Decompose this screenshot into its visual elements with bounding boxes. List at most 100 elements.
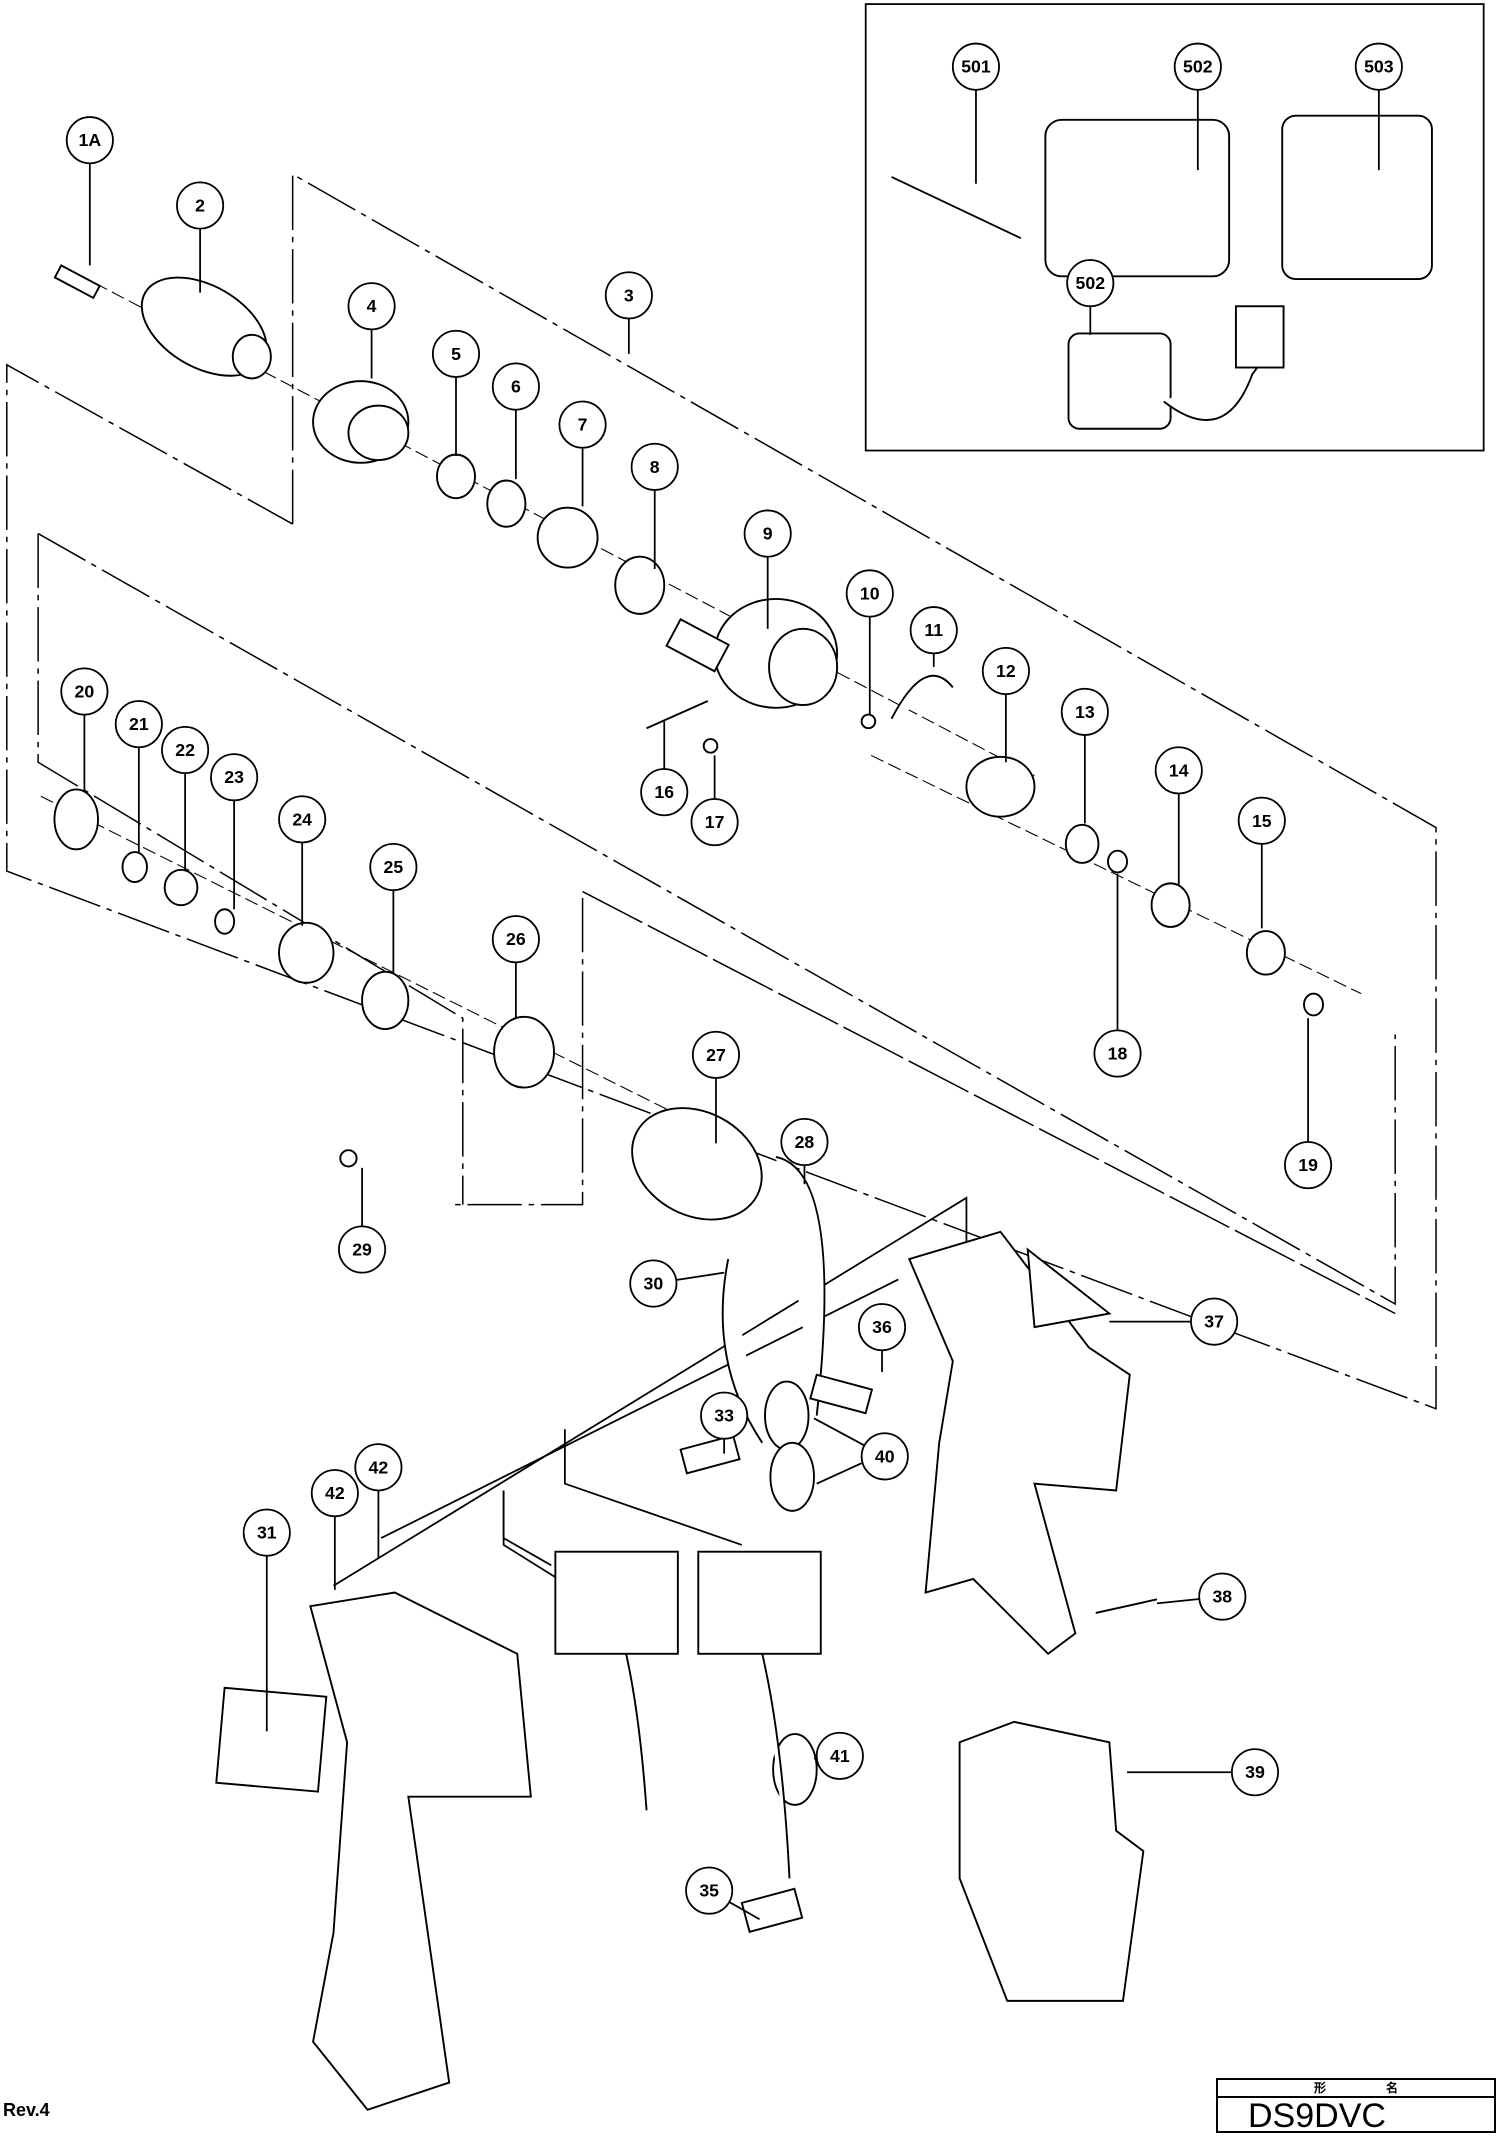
callout-circle (1154, 746, 1203, 795)
part-number-label: 503 (1364, 57, 1394, 77)
callout-circle (1173, 42, 1222, 91)
callout-circle (690, 798, 739, 847)
part-number-label: 23 (224, 767, 244, 787)
part-number-label: 13 (1075, 702, 1095, 722)
part-number-label: 502 (1076, 273, 1106, 293)
callout-4: 5 (431, 329, 481, 456)
callout-circle (278, 795, 327, 844)
housing-left (309, 1591, 532, 2111)
part-number-label: 8 (650, 457, 660, 477)
part-number-label: 36 (872, 1317, 892, 1337)
callout-39: 42 (310, 1469, 359, 1590)
callout-circle (1284, 1141, 1333, 1190)
callout-circle (60, 667, 109, 716)
callout-16: 17 (690, 755, 739, 847)
part-number-label: 7 (578, 415, 588, 435)
callout-circle (1354, 42, 1403, 91)
callout-circle (210, 753, 259, 802)
callouts: 1A23456789101112131415161718192021222324… (60, 42, 1403, 1920)
part-number-label: 501 (961, 57, 991, 77)
callout-circle (1198, 1572, 1247, 1621)
callout-29: 30 (629, 1259, 725, 1308)
charger (1044, 118, 1231, 278)
callout-21: 22 (161, 725, 210, 872)
part-number-label: 33 (714, 1406, 734, 1426)
part-number-label: 31 (257, 1523, 277, 1543)
callout-circle (1066, 259, 1115, 308)
part-number-label: 28 (795, 1132, 815, 1152)
callout-circle (65, 116, 114, 165)
part-number-label: 35 (699, 1881, 719, 1901)
part-number-label: 16 (654, 782, 674, 802)
callout-7: 8 (630, 442, 679, 569)
battery (958, 1720, 1145, 2002)
callout-1: 2 (176, 181, 225, 293)
callout-33: 36 (858, 1303, 907, 1373)
part-number-label: 37 (1204, 1312, 1224, 1332)
model-number: DS9DVC (1248, 2097, 1386, 2135)
callout-43: 502 (1066, 259, 1115, 335)
part-number-label: 4 (367, 296, 377, 316)
callout-15: 16 (640, 721, 689, 817)
callout-circle (491, 362, 540, 411)
switch-1 (554, 1550, 679, 1655)
callout-circle (431, 329, 481, 378)
frame-motor (449, 890, 1396, 1315)
callout-13: 14 (1154, 746, 1203, 885)
callout-17: 18 (1093, 873, 1142, 1078)
header-left: 形 (1313, 2081, 1326, 2095)
callout-26: 27 (691, 1030, 740, 1144)
callout-0: 1A (65, 116, 114, 266)
part-number-label: 14 (1169, 760, 1189, 780)
part-number-label: 11 (924, 620, 943, 640)
callout-38: 41 (813, 1731, 864, 1780)
title-block-header: 形 名 (1218, 2080, 1494, 2098)
callout-circle (909, 606, 958, 655)
callout-40: 42 (354, 1443, 403, 1559)
part-number-label: 27 (706, 1045, 726, 1065)
callout-6: 7 (558, 400, 607, 507)
part-number-label: 10 (860, 583, 880, 603)
callout-circle (114, 700, 163, 749)
callout-circle (310, 1469, 359, 1518)
callout-circle (858, 1303, 907, 1352)
callout-24: 25 (369, 843, 418, 974)
callout-circle (558, 400, 607, 449)
frame-switch (502, 1490, 559, 1580)
part-number-label: 502 (1183, 57, 1213, 77)
part-number-label: 20 (75, 681, 95, 701)
callout-circle (369, 843, 418, 892)
part-number-label: 40 (875, 1446, 895, 1466)
part-number-label: 29 (352, 1240, 372, 1260)
carrying-case (1281, 114, 1433, 280)
callout-20: 21 (114, 700, 163, 854)
leader-line (813, 1417, 865, 1447)
callout-18: 19 (1284, 1018, 1333, 1190)
part-number-label: 42 (325, 1483, 345, 1503)
part-number-label: 5 (451, 344, 461, 364)
callout-circle (1060, 687, 1109, 736)
callout-circle (845, 569, 894, 618)
callout-circle (640, 768, 689, 817)
leader-line (728, 1901, 760, 1920)
frame-gear-assy-left (37, 533, 464, 1205)
callout-circle (1093, 1029, 1142, 1078)
switch-bracket-1 (563, 1429, 743, 1546)
callout-circle (604, 271, 653, 320)
callout-23: 24 (278, 795, 327, 926)
callout-9: 10 (845, 569, 894, 715)
part-number-label: 2 (195, 196, 205, 216)
part-number-label: 38 (1212, 1587, 1232, 1607)
callout-circle (491, 915, 540, 964)
callout-circle (347, 282, 396, 331)
callout-44: 503 (1354, 42, 1403, 171)
callout-circle (630, 442, 679, 491)
callout-circle (700, 1391, 749, 1440)
callout-2: 3 (604, 271, 653, 354)
part-number-label: 25 (384, 857, 404, 877)
callout-27: 28 (780, 1117, 829, 1185)
callout-circle (691, 1030, 740, 1079)
part-number-label: 24 (292, 809, 312, 829)
callout-circle (338, 1225, 387, 1274)
